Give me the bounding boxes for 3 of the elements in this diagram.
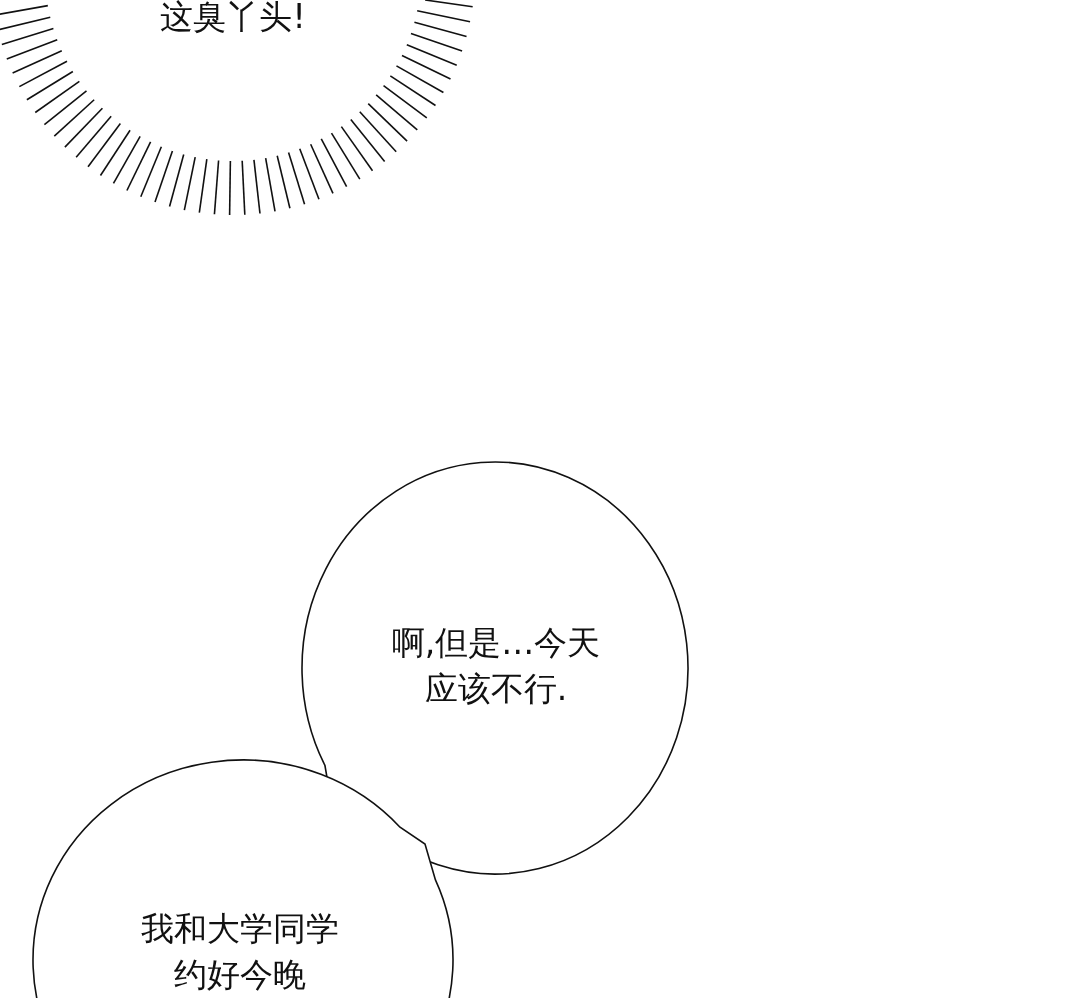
dialogue-text: 这臭丫头! (159, 0, 307, 38)
dialogue-text: 啊,但是…今天应该不行. (390, 622, 602, 710)
dialogue-text: 我和大学同学约好今晚 (140, 908, 340, 996)
